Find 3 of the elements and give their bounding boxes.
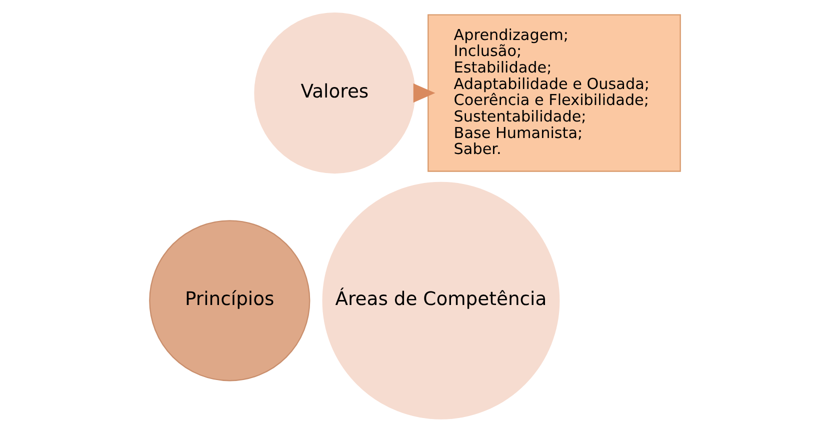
node-circle: Áreas de Competência (322, 182, 560, 420)
node-circle: Princípios (148, 220, 310, 382)
node-box: Aprendizagem; Inclusão; Estabilidade; Adaptabilidade e Ousada; Coerência e Flexibilidade; Sustentabilidade; Base Humanista; Saber. (427, 14, 680, 172)
